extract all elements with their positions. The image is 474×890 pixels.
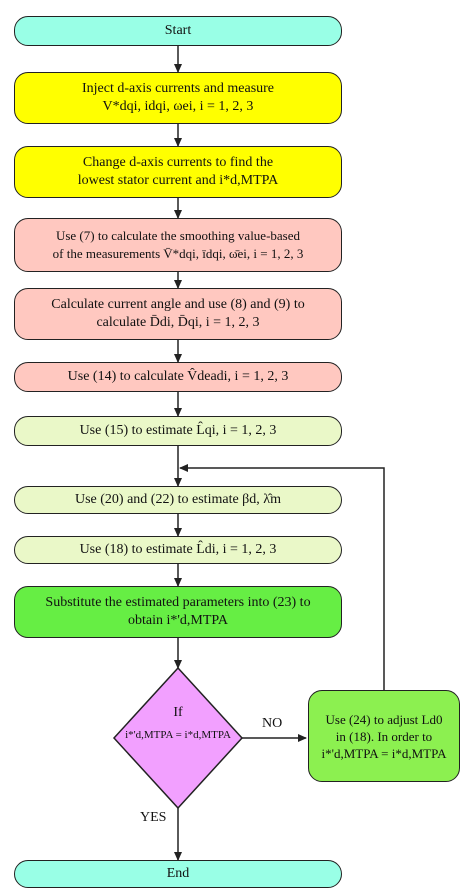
yes-label: YES (140, 810, 167, 825)
change-currents-text: Change d-axis currents to find the lowes… (77, 155, 279, 188)
feedback-loop-line (179, 464, 385, 690)
end-terminal: End (14, 860, 342, 888)
decision-diamond (112, 666, 244, 810)
ld-estimate-box: Use (18) to estimate L̂di, i = 1, 2, 3 (14, 536, 342, 564)
vdead-text: Use (14) to calculate V̂deadi, i = 1, 2,… (67, 369, 289, 384)
start-label: Start (164, 23, 192, 38)
decision-if-label: If (173, 705, 183, 720)
start-terminal: Start (14, 16, 342, 46)
adjust-ld0-text: Use (24) to adjust Ld0 in (18). In order… (321, 711, 447, 761)
lq-estimate-box: Use (15) to estimate L̂qi, i = 1, 2, 3 (14, 416, 342, 446)
change-currents-box: Change d-axis currents to find the lowes… (14, 146, 342, 198)
current-angle-box: Calculate current angle and use (8) and … (14, 288, 342, 340)
substitute-box: Substitute the estimated parameters into… (14, 586, 342, 638)
beta-estimate-box: Use (20) and (22) to estimate βd, λ̂m (14, 486, 342, 514)
ld-estimate-text: Use (18) to estimate L̂di, i = 1, 2, 3 (79, 542, 277, 557)
inject-currents-box: Inject d-axis currents and measure V*dqi… (14, 72, 342, 124)
smoothing-text: Use (7) to calculate the smoothing value… (52, 228, 304, 261)
smoothing-box: Use (7) to calculate the smoothing value… (14, 218, 342, 272)
substitute-text: Substitute the estimated parameters into… (45, 595, 311, 628)
beta-estimate-text: Use (20) and (22) to estimate βd, λ̂m (75, 492, 281, 507)
current-angle-text: Calculate current angle and use (8) and … (51, 297, 305, 330)
no-label: NO (262, 716, 283, 731)
lq-estimate-text: Use (15) to estimate L̂qi, i = 1, 2, 3 (79, 423, 277, 438)
end-label: End (166, 866, 190, 881)
adjust-ld0-box: Use (24) to adjust Ld0 in (18). In order… (308, 690, 460, 782)
decision-condition: i*'d,MTPA = i*d,MTPA (125, 729, 231, 741)
vdead-box: Use (14) to calculate V̂deadi, i = 1, 2,… (14, 362, 342, 392)
inject-currents-text: Inject d-axis currents and measure V*dqi… (81, 81, 275, 114)
